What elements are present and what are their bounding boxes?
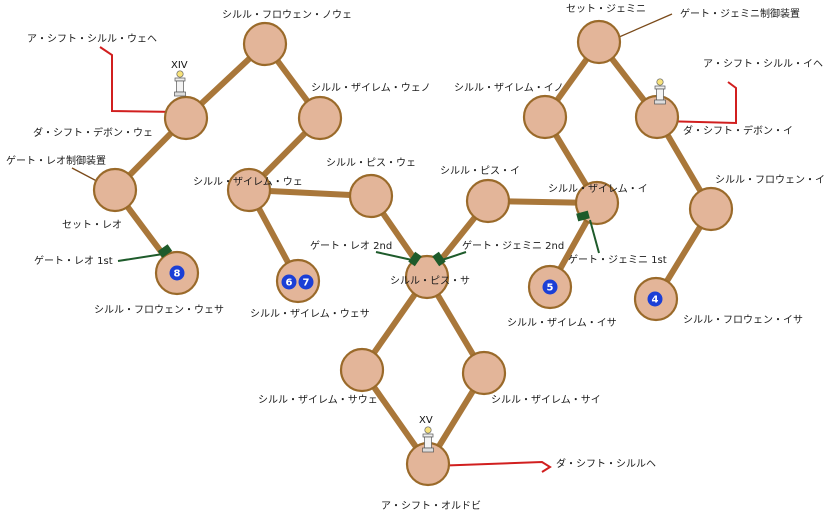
label-w-mid: シルル・ザイレム・ウェ xyxy=(193,176,303,188)
label-ne-top: セット・ジェミニ xyxy=(566,3,646,15)
label-nw-mid: セット・レオ xyxy=(62,219,122,231)
svg-text:5: 5 xyxy=(547,283,554,294)
label-gate-leo-2nd: ゲート・レオ 2nd xyxy=(310,240,392,252)
node-nw-upper[interactable] xyxy=(163,95,209,141)
node-w-right[interactable] xyxy=(297,95,343,141)
label-gate-leo-1st: ゲート・レオ 1st xyxy=(34,255,113,267)
node-w-end[interactable] xyxy=(275,258,321,304)
label-s-left: シルル・ザイレム・サウェ xyxy=(258,394,378,406)
label-gate-gemini-1st: ゲート・ジェミニ 1st xyxy=(568,254,667,266)
label-center: シルル・ピス・サ xyxy=(390,275,470,287)
label-c-right: シルル・ピス・イ xyxy=(440,165,520,177)
gate-gemini-2nd-marker xyxy=(432,251,467,267)
label-e-end: シルル・フロウェン・イサ xyxy=(683,314,803,326)
svg-text:4: 4 xyxy=(652,295,659,306)
exit-arrow-south xyxy=(431,460,552,473)
paths xyxy=(112,39,714,467)
label-e-mid: シルル・フロウェン・イ xyxy=(715,174,825,186)
badge-8: 8 xyxy=(169,265,185,281)
node-nw-mid[interactable] xyxy=(92,167,138,213)
label-exit-east: ア・シフト・シルル・イヘ xyxy=(703,59,823,70)
nodes xyxy=(92,19,734,487)
node-ne-top-l[interactable] xyxy=(522,94,568,140)
label-ne-upper: ダ・シフト・デボン・イ xyxy=(683,124,793,137)
label-bottom: ア・シフト・オルドビ xyxy=(381,500,481,512)
badge-4: 4 xyxy=(647,291,663,307)
gate-leo-1st-marker xyxy=(117,244,173,262)
label-w-end: シルル・ザイレム・ウェサ xyxy=(250,308,370,320)
badge-5: 5 xyxy=(542,279,558,295)
node-s-right[interactable] xyxy=(461,350,507,396)
label-w-right: シルル・ザイレム・ウェノ xyxy=(311,82,431,94)
label-s-right: シルル・ザイレム・サイ xyxy=(491,394,601,406)
label-ne-end: シルル・ザイレム・イサ xyxy=(507,317,617,329)
gates xyxy=(117,210,600,267)
label-ne-mid: シルル・ザイレム・イ xyxy=(548,183,648,195)
svg-text:7: 7 xyxy=(303,278,310,289)
tower-west-icon xyxy=(174,70,186,97)
node-ne-top[interactable] xyxy=(576,19,622,65)
tower-south-icon xyxy=(422,426,434,453)
exit-arrow-west xyxy=(99,46,181,113)
label-exit-west: ア・シフト・シルル・ウェヘ xyxy=(27,33,157,45)
node-e-mid[interactable] xyxy=(688,186,734,232)
badge-6: 6 xyxy=(281,274,297,290)
node-center[interactable] xyxy=(404,254,450,300)
gate-leo-2nd-marker xyxy=(375,251,422,267)
label-device-leo: ゲート・レオ制御装置 xyxy=(6,154,106,167)
node-c-left[interactable] xyxy=(348,173,394,219)
node-s-left[interactable] xyxy=(339,347,385,393)
label-device-gemini: ゲート・ジェミニ制御装置 xyxy=(680,7,800,20)
tower-west-number: XIV xyxy=(171,60,188,71)
label-c-left: シルル・ピス・ウェ xyxy=(326,157,416,169)
label-gate-gemini-2nd: ゲート・ジェミニ 2nd xyxy=(462,240,564,252)
badge-7: 7 xyxy=(298,274,314,290)
label-nw-end: シルル・フロウェン・ウェサ xyxy=(94,304,224,316)
tower-east-icon xyxy=(654,78,666,105)
node-w-mid[interactable] xyxy=(226,167,272,213)
label-ne-top-l: シルル・ザイレム・イノ xyxy=(454,82,564,94)
gate-gemini-1st-marker xyxy=(576,210,600,254)
tower-south-number: XV xyxy=(419,415,433,426)
exit-arrow-east xyxy=(660,81,737,125)
exit-arrows xyxy=(99,46,737,473)
label-nw-top: シルル・フロウェン・ノウェ xyxy=(222,9,352,21)
node-c-right[interactable] xyxy=(465,178,511,224)
gate-labels: ゲート・レオ 1st ゲート・レオ 2nd ゲート・ジェミニ 2nd ゲート・ジ… xyxy=(34,240,667,267)
badges: 8 6 7 5 4 xyxy=(169,265,663,307)
node-nw-top[interactable] xyxy=(242,21,288,67)
svg-text:8: 8 xyxy=(174,269,181,280)
label-exit-south: ダ・シフト・シルルヘ xyxy=(556,457,656,470)
svg-text:6: 6 xyxy=(286,278,293,289)
node-labels: シルル・フロウェン・ノウェ ダ・シフト・デボン・ウェ セット・レオ シルル・フロ… xyxy=(33,3,825,512)
label-nw-upper: ダ・シフト・デボン・ウェ xyxy=(33,126,153,139)
